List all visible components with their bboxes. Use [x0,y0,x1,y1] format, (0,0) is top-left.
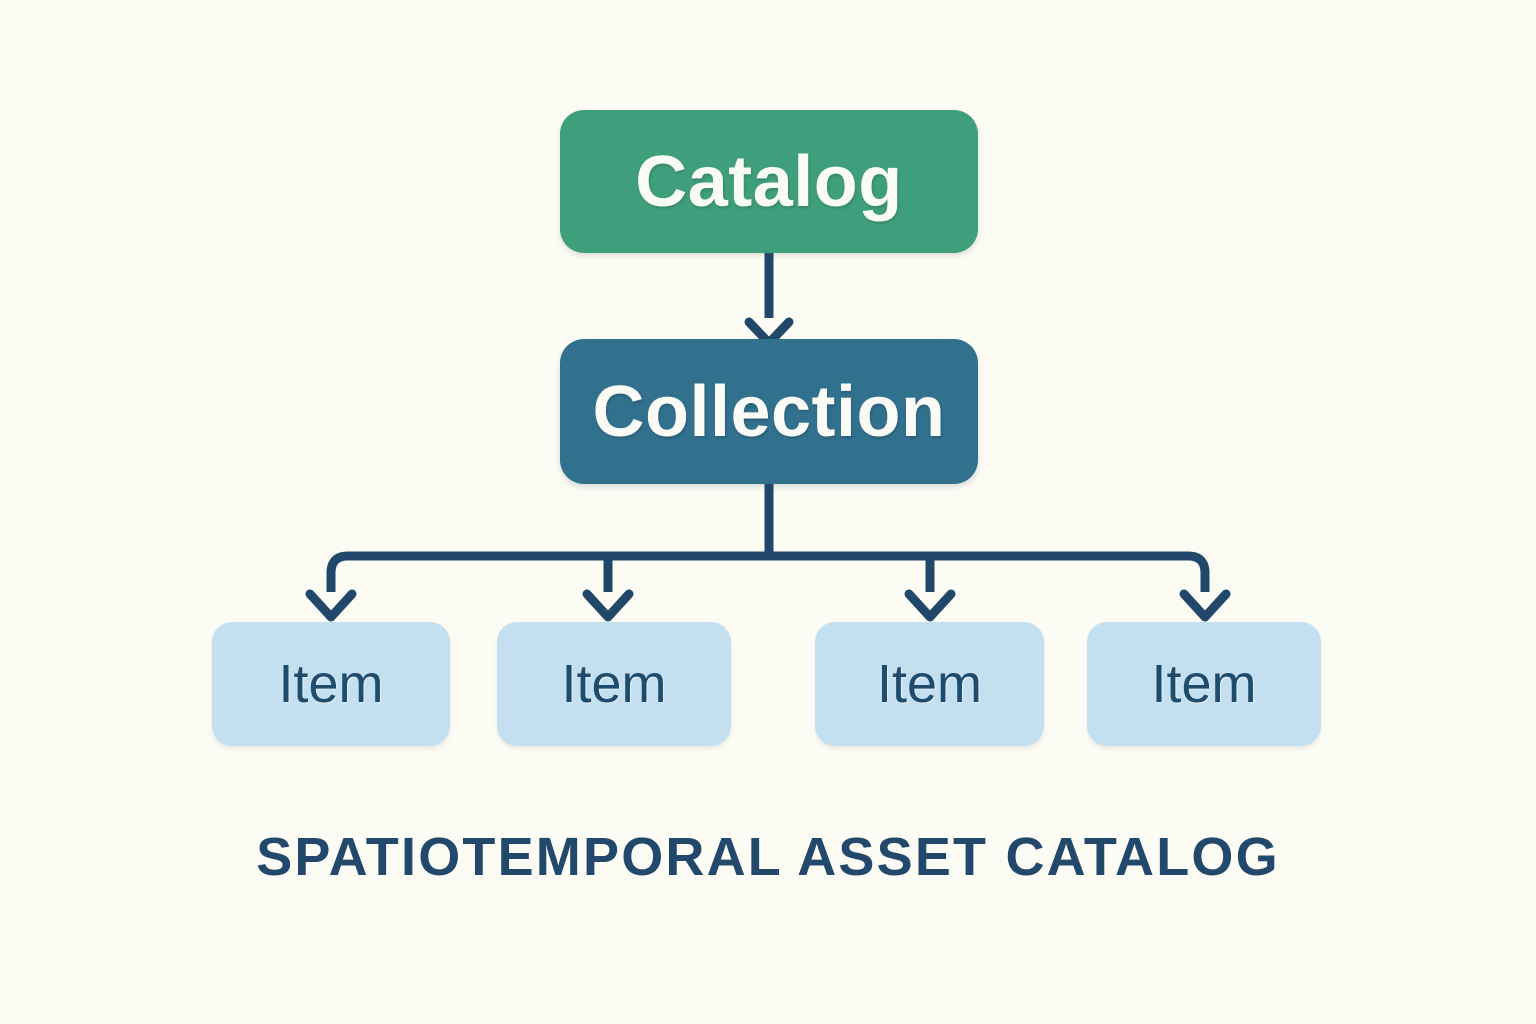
node-item-2-label: Item [561,654,667,714]
arrowhead-item-4 [1179,589,1231,622]
arrowhead-item-3 [904,589,956,622]
node-item-4-label: Item [1151,654,1257,714]
arrowhead-item-1 [305,589,357,622]
node-item-3[interactable]: Item [815,622,1044,746]
edge-distribution-bus [326,551,1210,592]
node-catalog[interactable]: Catalog [560,110,978,253]
node-item-4[interactable]: Item [1087,622,1321,746]
node-item-2[interactable]: Item [497,622,731,746]
node-catalog-label: Catalog [635,141,903,222]
diagram-caption: SPATIOTEMPORAL ASSET CATALOG [256,827,1280,887]
node-item-1-label: Item [278,654,384,714]
node-collection[interactable]: Collection [560,339,978,484]
node-collection-label: Collection [592,371,946,452]
node-item-1[interactable]: Item [212,622,450,746]
node-item-3-label: Item [876,654,983,714]
arrowhead-item-2 [582,589,634,622]
